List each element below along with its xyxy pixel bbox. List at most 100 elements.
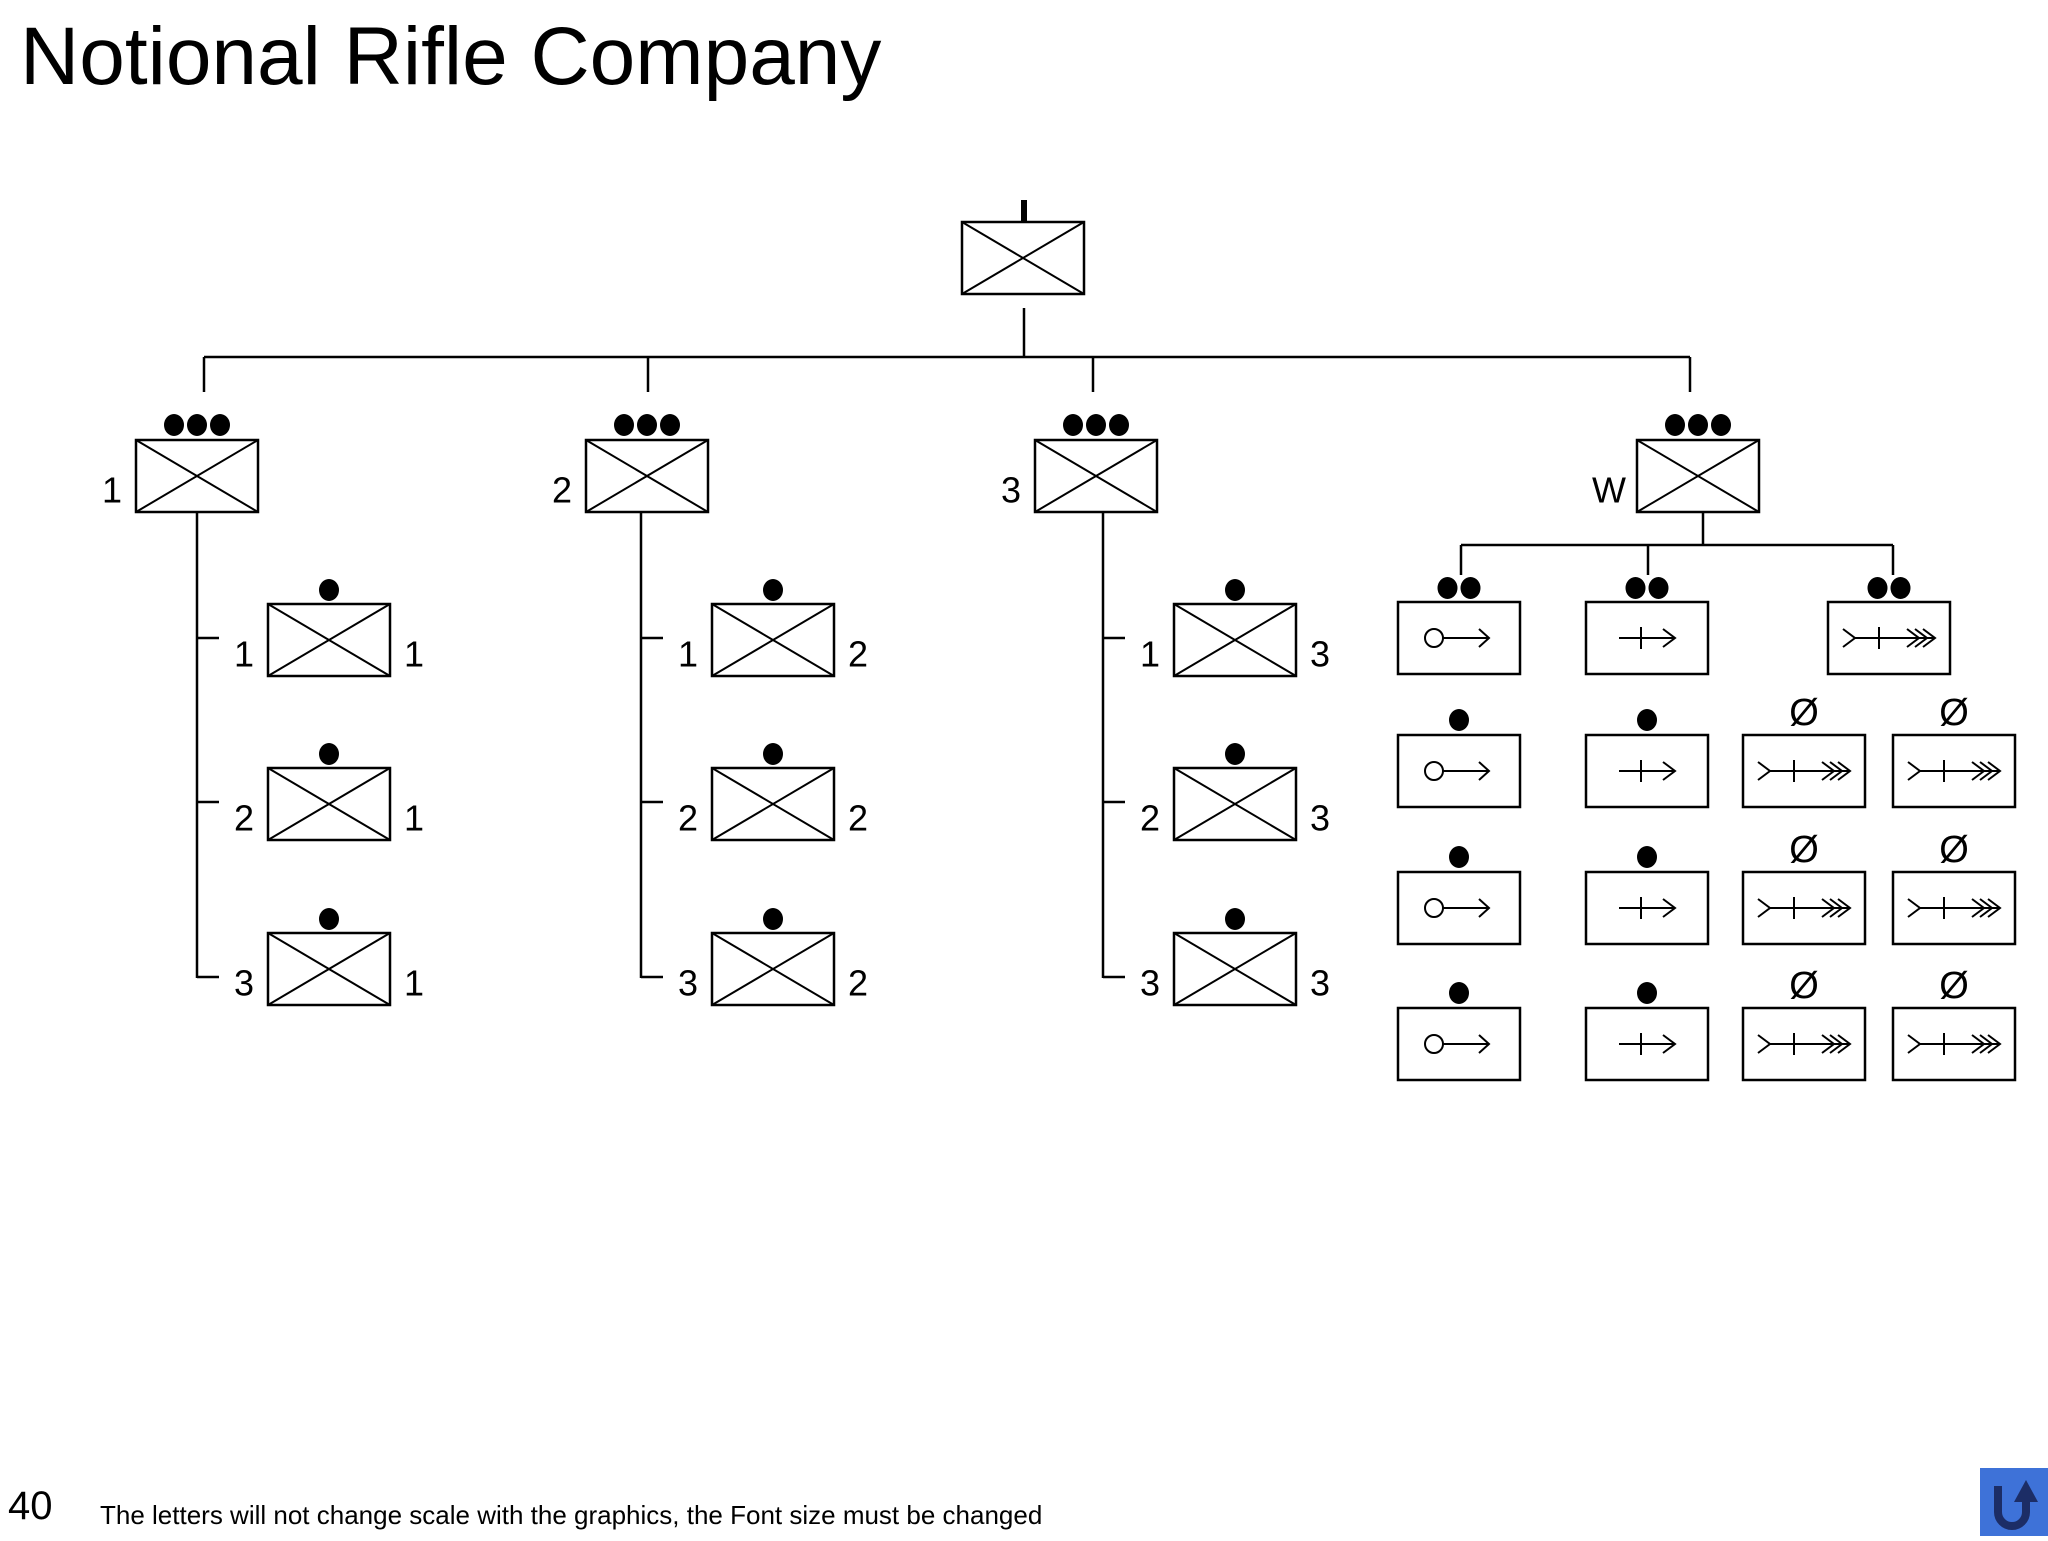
antitank-missile-icon xyxy=(1757,1033,1852,1055)
section-echelon-dots xyxy=(1437,577,1481,599)
platoon-echelon-dots xyxy=(164,414,230,436)
mortar-team-unit xyxy=(1584,1006,1710,1082)
team-echelon-dot xyxy=(1637,846,1657,868)
rifle-squad-unit xyxy=(710,766,836,842)
squad-echelon-dot xyxy=(763,908,783,930)
weapons-platoon-label: W xyxy=(1592,470,1626,511)
echelon-dot xyxy=(1109,414,1129,436)
squad-number-label: 1 xyxy=(678,634,698,675)
echelon-dot xyxy=(1648,577,1669,599)
antitank-team-unit xyxy=(1741,733,1867,809)
rifle-squad-unit xyxy=(266,766,392,842)
unit-frame xyxy=(1826,600,1952,676)
squad-parent-label: 3 xyxy=(1310,634,1330,675)
echelon-dot xyxy=(763,743,783,765)
team-echelon-dot xyxy=(1449,846,1469,868)
company-hq-unit xyxy=(960,220,1086,296)
squad-parent-label: 2 xyxy=(848,798,868,839)
unit-frame xyxy=(1396,600,1522,676)
squad-number-label: 1 xyxy=(234,634,254,675)
unit-frame xyxy=(1891,870,2017,946)
echelon-dot xyxy=(1460,577,1481,599)
echelon-dot xyxy=(319,743,339,765)
machine-gun-team-unit xyxy=(1396,733,1522,809)
rifle-squad-unit xyxy=(1172,766,1298,842)
antitank-missile-icon xyxy=(1842,627,1937,649)
return-arrow-icon xyxy=(1994,1480,2038,1530)
null-echelon-symbol: Ø xyxy=(1939,829,1969,871)
antitank-missile-icon xyxy=(1907,1033,2002,1055)
echelon-dot xyxy=(210,414,230,436)
machine-gun-icon xyxy=(1424,761,1491,781)
infantry-cross xyxy=(267,932,391,1006)
squad-number-label: 3 xyxy=(1140,963,1160,1004)
unit-frame xyxy=(584,438,710,514)
antitank-missile-icon xyxy=(1757,760,1852,782)
unit-frame xyxy=(710,602,836,678)
mortar-icon xyxy=(1619,627,1677,649)
team-echelon-dot xyxy=(1637,709,1657,731)
unit-frame xyxy=(1396,870,1522,946)
team-echelon-dot xyxy=(1637,982,1657,1004)
machine-gun-section-unit xyxy=(1396,600,1522,676)
squad-echelon-dot xyxy=(763,743,783,765)
echelon-dot xyxy=(637,414,657,436)
infantry-cross xyxy=(267,603,391,677)
rifle-platoon-unit xyxy=(584,438,710,514)
unit-frame xyxy=(1033,438,1159,514)
null-echelon-symbol: Ø xyxy=(1789,692,1819,734)
echelon-dot xyxy=(187,414,207,436)
mortar-section-unit xyxy=(1584,600,1710,676)
squad-parent-label: 3 xyxy=(1310,963,1330,1004)
echelon-dot xyxy=(763,908,783,930)
rifle-squad-unit xyxy=(710,602,836,678)
squad-number-label: 3 xyxy=(234,963,254,1004)
rifle-platoon-unit xyxy=(134,438,260,514)
rifle-squad-unit xyxy=(266,931,392,1007)
unit-frame xyxy=(1741,870,1867,946)
echelon-dot xyxy=(1437,577,1458,599)
infantry-cross xyxy=(267,767,391,841)
antitank-missile-icon xyxy=(1907,760,2002,782)
echelon-dot xyxy=(1890,577,1911,599)
squad-parent-label: 1 xyxy=(404,798,424,839)
antitank-team-unit xyxy=(1891,870,2017,946)
unit-frame xyxy=(1172,766,1298,842)
echelon-dot xyxy=(319,579,339,601)
squad-echelon-dot xyxy=(1225,743,1245,765)
squad-number-label: 2 xyxy=(234,798,254,839)
squad-number-label: 2 xyxy=(1140,798,1160,839)
echelon-dot xyxy=(1665,414,1685,436)
echelon-dot xyxy=(1225,908,1245,930)
infantry-cross xyxy=(135,439,259,513)
platoon-label: 3 xyxy=(1001,470,1021,511)
echelon-dot xyxy=(1637,846,1657,868)
antitank-missile-icon xyxy=(1757,897,1852,919)
mortar-team-unit xyxy=(1584,870,1710,946)
squad-parent-label: 2 xyxy=(848,963,868,1004)
mortar-icon xyxy=(1619,1033,1677,1055)
return-button[interactable] xyxy=(1980,1468,2048,1536)
unit-frame xyxy=(266,931,392,1007)
machine-gun-icon xyxy=(1424,628,1491,648)
echelon-dot xyxy=(1225,579,1245,601)
platoon-echelon-dots xyxy=(1665,414,1731,436)
infantry-cross xyxy=(1173,767,1297,841)
antitank-team-unit xyxy=(1891,733,2017,809)
squad-parent-label: 1 xyxy=(404,634,424,675)
echelon-dot xyxy=(1225,743,1245,765)
platoon-echelon-dots xyxy=(614,414,680,436)
section-echelon-dots xyxy=(1867,577,1911,599)
squad-echelon-dot xyxy=(319,908,339,930)
team-echelon-dot xyxy=(1449,709,1469,731)
unit-frame xyxy=(1172,602,1298,678)
echelon-dot xyxy=(1711,414,1731,436)
echelon-dot xyxy=(660,414,680,436)
squad-echelon-dot xyxy=(763,579,783,601)
rifle-squad-unit xyxy=(1172,931,1298,1007)
echelon-dot xyxy=(1063,414,1083,436)
echelon-dot xyxy=(1625,577,1646,599)
machine-gun-team-unit xyxy=(1396,1006,1522,1082)
echelon-dot xyxy=(614,414,634,436)
